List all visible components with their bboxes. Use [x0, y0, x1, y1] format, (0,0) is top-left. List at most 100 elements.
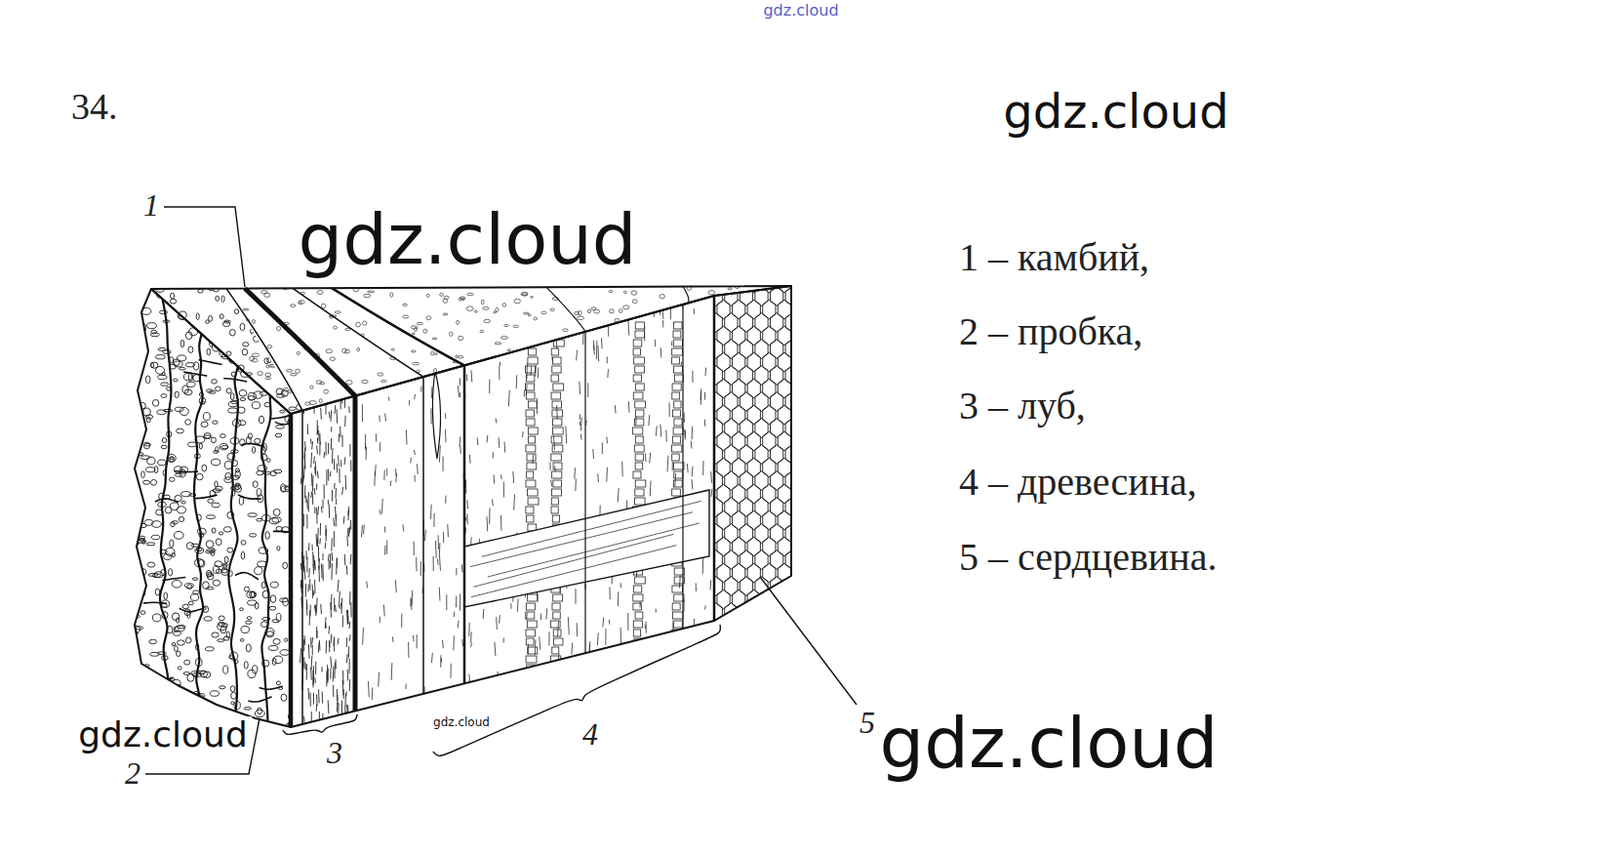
cork-grain: [280, 390, 288, 398]
pith-cell: [747, 404, 760, 425]
wood-fibre: [517, 598, 520, 611]
bark-grain: [174, 645, 179, 652]
pith-cell: [755, 471, 768, 491]
pith-cell: [793, 589, 806, 609]
bark-grain: [149, 639, 158, 643]
wood-fibre: [549, 462, 551, 471]
phloem-fibre: [312, 590, 315, 596]
wood-fibre: [547, 685, 550, 692]
pith-cell: [701, 510, 715, 530]
phloem-fibre: [342, 614, 344, 627]
phloem-fibre: [308, 567, 311, 578]
pith-cell: [815, 602, 829, 623]
bark-grain: [152, 573, 160, 578]
cork-grain: [160, 357, 167, 362]
wood-grain: [258, 399, 264, 402]
vessel-cell: [552, 646, 560, 654]
vessel-cell: [527, 436, 535, 443]
bark-grain: [251, 401, 260, 409]
bark-grain: [169, 477, 175, 481]
wood-fibre: [459, 593, 461, 610]
bracket: [433, 624, 720, 756]
cork-grain: [250, 328, 254, 334]
wood-fibre: [450, 663, 452, 679]
bark-grain: [247, 669, 256, 678]
cork-grain: [264, 315, 271, 320]
wood-fibre: [405, 429, 408, 444]
bark-grain: [247, 392, 256, 400]
wood-fibre: [468, 703, 470, 718]
pith-cell: [777, 641, 791, 662]
wood-fibre: [671, 658, 673, 675]
phloem-fibre: [308, 643, 311, 659]
cork-grain: [152, 353, 157, 360]
phloem-fibre: [317, 425, 320, 435]
pith-cell: [807, 536, 821, 557]
bark-grain: [188, 346, 194, 354]
wood-grain: [345, 327, 351, 330]
phloem-fibre: [316, 626, 318, 639]
pith-cell: [739, 313, 753, 333]
bark-grain: [160, 394, 167, 399]
pith-cell: [762, 589, 776, 609]
bark-grain: [211, 379, 218, 385]
wood-fibre: [395, 473, 398, 482]
pith-cell: [709, 550, 722, 570]
bark-grain: [176, 650, 182, 656]
wood-fibre: [412, 635, 415, 641]
wood-fibre: [606, 719, 609, 735]
vessel-cell: [551, 453, 562, 461]
bark-grain: [205, 586, 214, 589]
bark-grain: [257, 313, 261, 320]
bark-grain: [151, 534, 160, 539]
pith-cell: [793, 273, 806, 293]
wood-grain: [459, 296, 466, 300]
watermark: gdz.cloud: [293, 202, 640, 278]
wood-fibre: [430, 504, 433, 520]
vessel-cell: [673, 365, 682, 373]
bark-grain: [211, 632, 219, 638]
bark-grain: [205, 540, 214, 549]
bark-grain: [282, 317, 291, 322]
bark-grain: [188, 372, 193, 381]
phloem-fibre: [311, 655, 314, 670]
phloem-fibre: [317, 527, 320, 545]
bark-grain: [132, 290, 140, 297]
wood-grain: [631, 290, 638, 295]
bark-grain: [150, 708, 160, 716]
bark-grain: [284, 355, 294, 361]
pith-cell: [701, 431, 715, 451]
wood-fibre: [459, 444, 461, 453]
wood-fibre: [597, 632, 600, 645]
bark-grain: [145, 414, 153, 419]
bark-grain: [155, 588, 160, 596]
bark-grain: [181, 500, 186, 504]
pith-cell: [747, 562, 760, 583]
ring-line-top: [682, 286, 689, 305]
pith-cell: [755, 550, 768, 570]
wood-grain: [264, 292, 271, 297]
vessel-cell: [553, 629, 561, 637]
pith-cell: [770, 286, 784, 307]
bark-crack: [155, 498, 179, 503]
bark-grain: [231, 701, 235, 705]
phloem-fibre: [349, 525, 351, 533]
phloem-fibre: [349, 634, 352, 640]
bark-grain: [188, 600, 194, 605]
phloem-fibre: [325, 469, 327, 485]
vessel-cell: [525, 681, 534, 689]
legend-text: 3 – луб,: [959, 385, 1086, 427]
phloem-fibre: [319, 711, 320, 726]
wood-fibre: [691, 370, 693, 383]
wood-fibre: [500, 515, 502, 531]
pith-cell: [807, 273, 821, 293]
pith-cell: [732, 536, 746, 557]
ring-line-top: [244, 288, 356, 397]
pith-texture: [701, 273, 829, 675]
phloem-fibre: [329, 471, 331, 477]
wood-fibre: [684, 430, 686, 438]
watermark: gdz.cloud: [1002, 86, 1229, 136]
wood-fibre: [704, 367, 707, 376]
pith-cell: [747, 378, 760, 399]
vessel-cell: [551, 497, 559, 505]
